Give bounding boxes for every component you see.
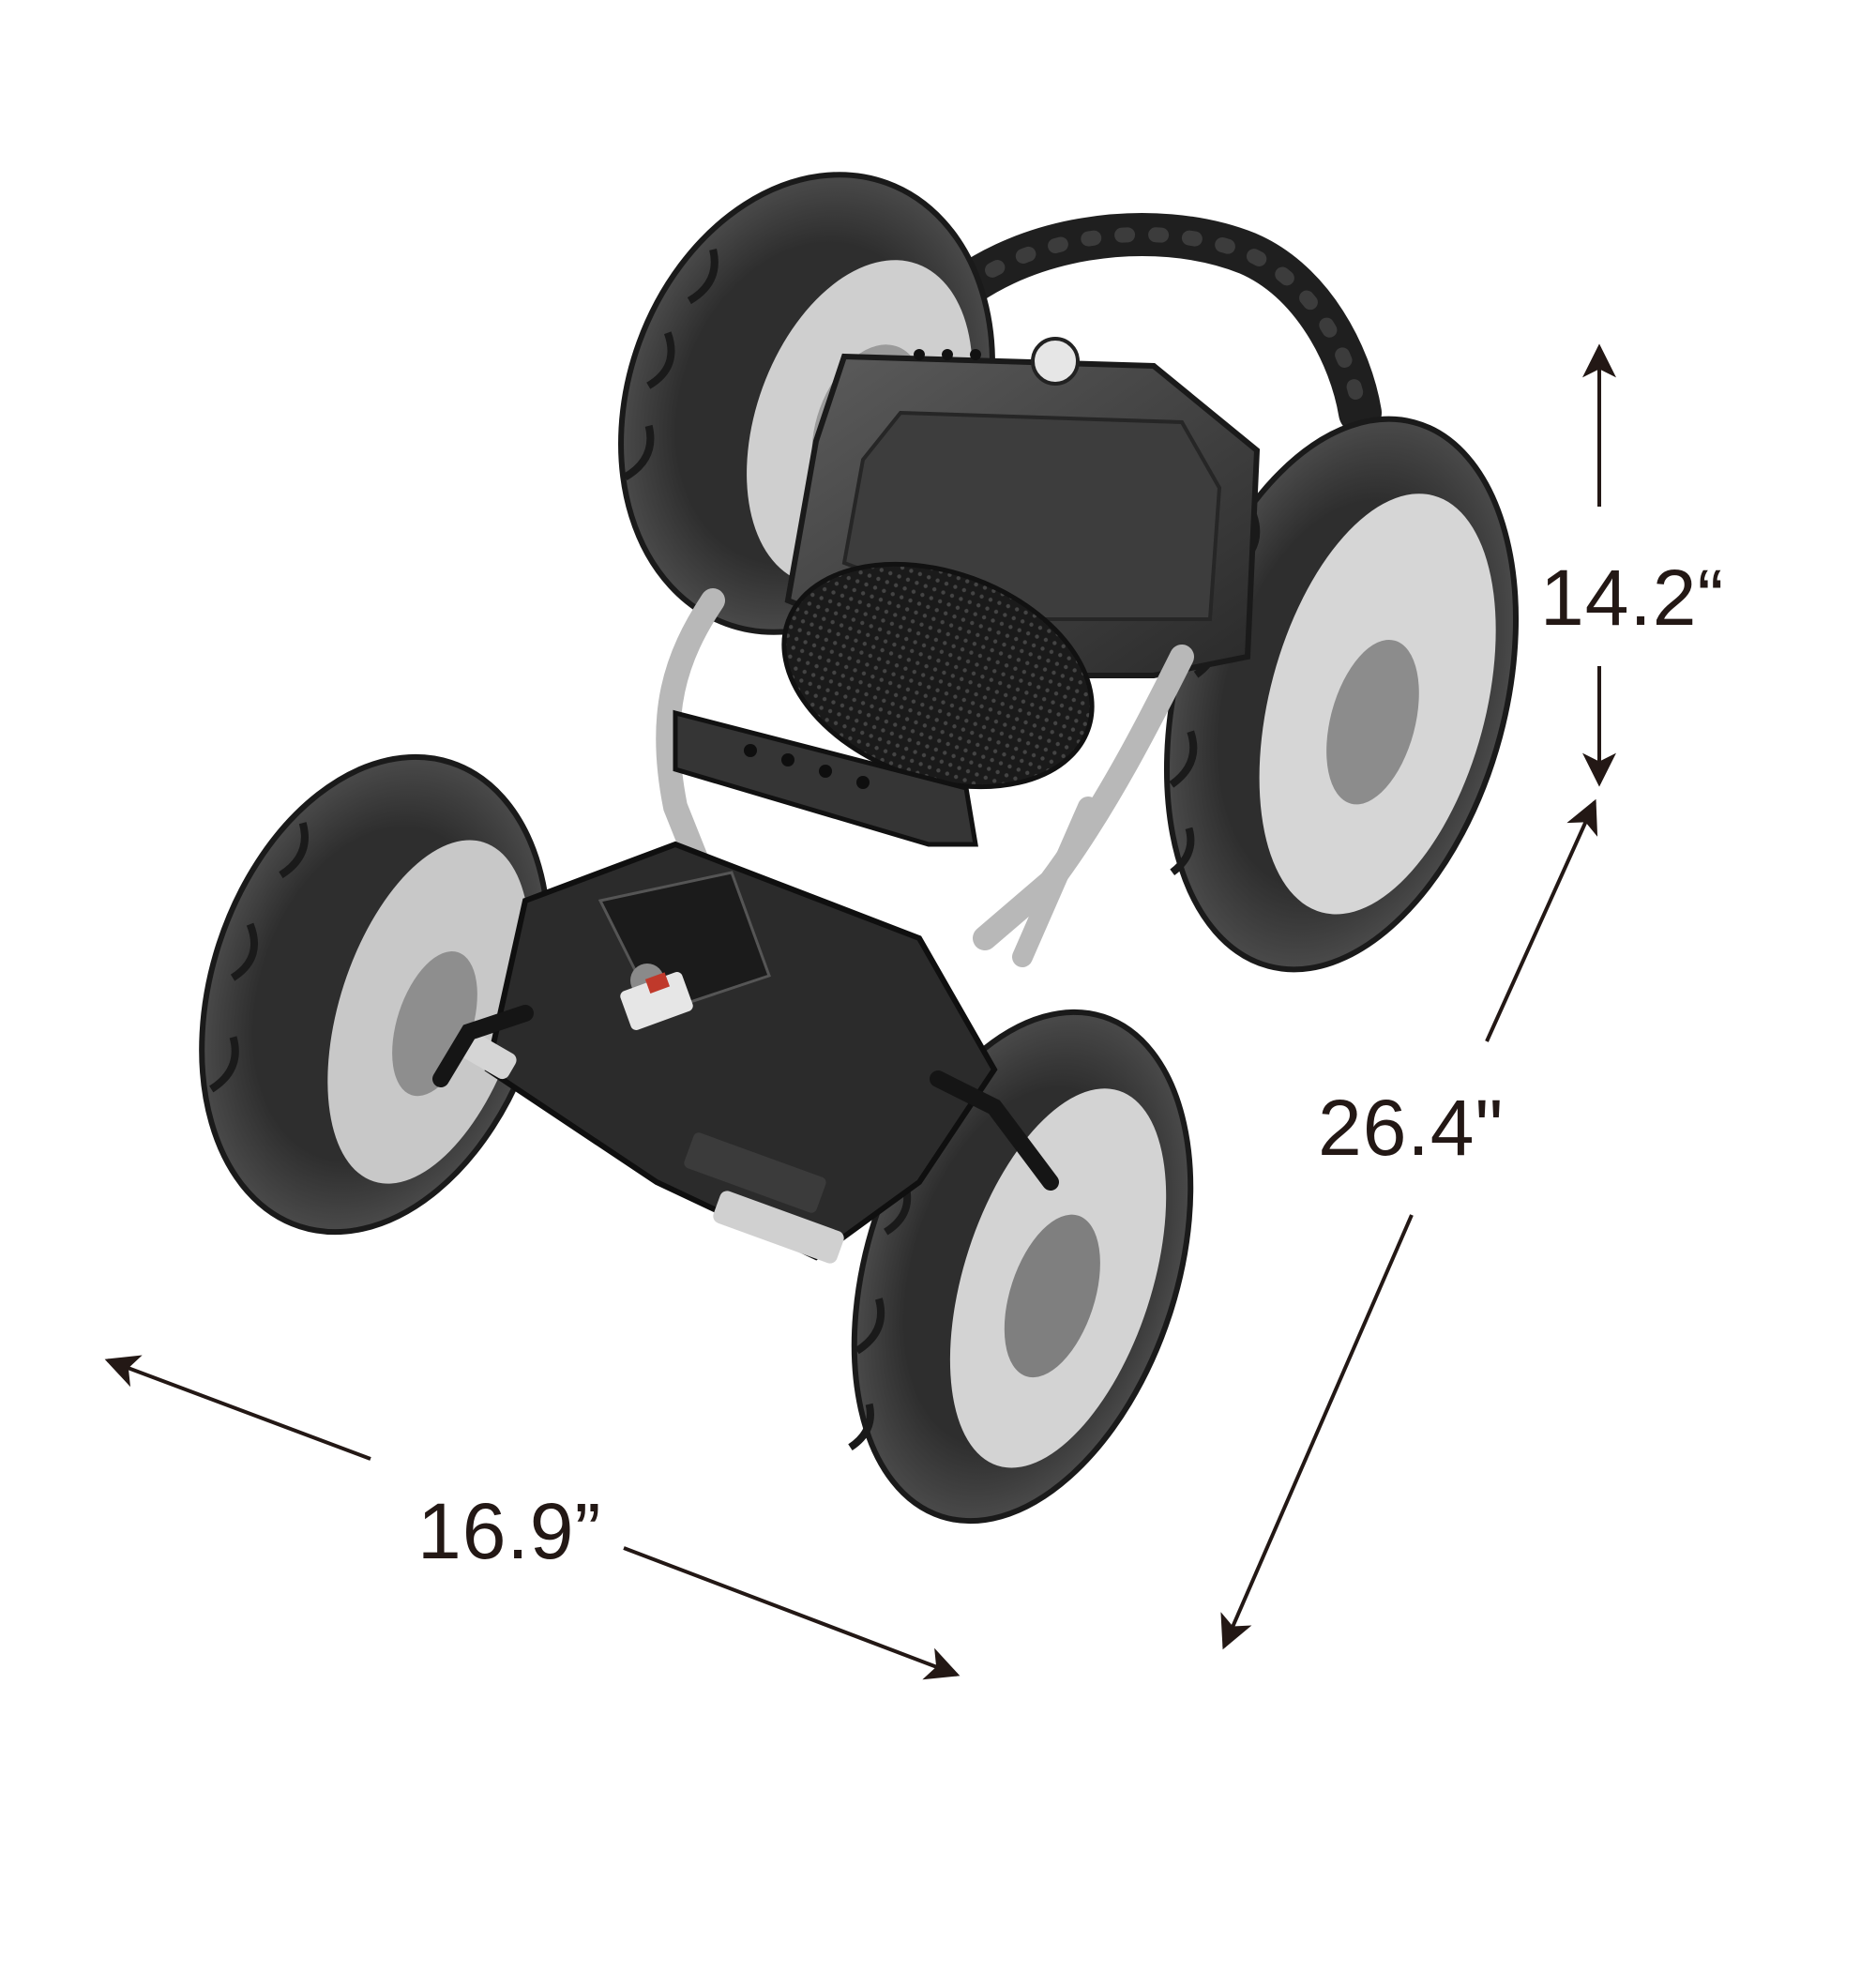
- folding-mechanism: [432, 841, 1059, 1264]
- length-dimension-label: 26.4": [1318, 1084, 1505, 1172]
- length-arrow: [1220, 798, 1598, 1650]
- width-dimension-label: 16.9”: [417, 1487, 602, 1575]
- frame: [656, 588, 1194, 967]
- height-dimension-label: 14.2“: [1540, 554, 1725, 642]
- width-arrow: [104, 1355, 961, 1680]
- wheel-front-left: [199, 753, 552, 1236]
